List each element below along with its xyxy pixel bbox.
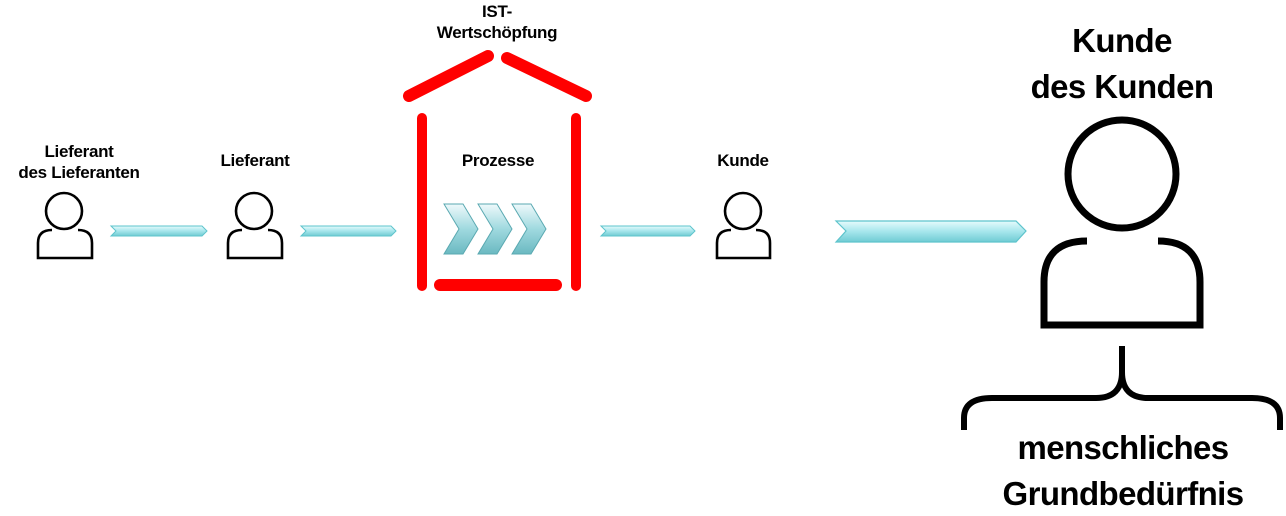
label-lieferant: Lieferant xyxy=(220,151,289,172)
arrow-icon-4 xyxy=(834,220,1027,243)
label-ist-wertschoepfung: IST- Wertschöpfung xyxy=(436,2,558,43)
label-text: Prozesse xyxy=(461,151,535,170)
label-line-1: Lieferant xyxy=(44,142,114,161)
chevron-icon-group xyxy=(443,203,547,255)
label-line-1: menschliches xyxy=(1017,429,1229,466)
person-icon-kunde-des-kunden xyxy=(1040,116,1204,329)
curly-brace xyxy=(961,369,1283,430)
person-icon-kunde xyxy=(715,191,772,260)
arrow-icon-2 xyxy=(299,225,397,237)
label-grundbeduerfnis: menschliches Grundbedürfnis xyxy=(1002,425,1245,516)
label-kunde: Kunde xyxy=(717,151,769,172)
house-outline xyxy=(403,50,592,291)
label-text: Lieferant xyxy=(220,151,290,170)
chevron-icon-1 xyxy=(443,203,479,255)
label-line-2: Wertschöpfung xyxy=(436,22,558,42)
label-lieferant-des-lieferanten: Lieferant des Lieferanten xyxy=(18,142,139,183)
label-line-2: Grundbedürfnis xyxy=(1002,474,1245,512)
person-icon-lieferant xyxy=(226,191,284,260)
label-text: Kunde xyxy=(717,151,769,170)
arrow-icon-3 xyxy=(599,225,696,237)
label-prozesse: Prozesse xyxy=(461,151,535,172)
label-line-1: Kunde xyxy=(1072,22,1172,59)
person-icon-lieferant-des-lieferanten xyxy=(36,191,94,260)
chevron-icon-3 xyxy=(511,203,547,255)
label-line-2: des Kunden xyxy=(1030,67,1214,105)
label-line-1: IST- xyxy=(482,2,512,21)
label-line-2: des Lieferanten xyxy=(18,162,140,182)
label-kunde-des-kunden: Kunde des Kunden xyxy=(1031,18,1214,109)
arrow-icon-1 xyxy=(109,225,208,237)
chevron-icon-2 xyxy=(477,203,513,255)
